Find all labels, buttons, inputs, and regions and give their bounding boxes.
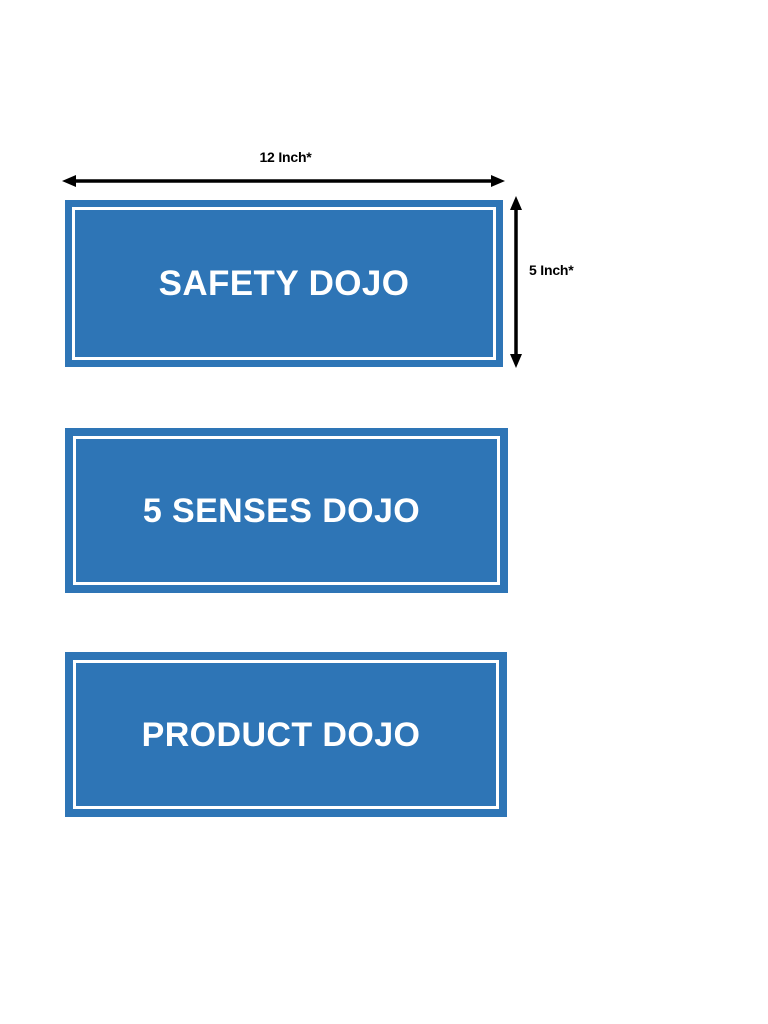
sign-5-senses-dojo[interactable]: 5 SENSES DOJO: [65, 428, 508, 593]
sign-label: PRODUCT DOJO: [141, 715, 421, 754]
height-dimension-label: 5 Inch*: [529, 262, 574, 278]
sign-label: SAFETY DOJO: [158, 264, 410, 303]
height-dimension-arrow-icon: [510, 196, 522, 368]
sign-inner-border: SAFETY DOJO: [72, 207, 496, 360]
width-dimension-arrow-icon: [62, 175, 505, 187]
sign-product-dojo[interactable]: PRODUCT DOJO: [65, 652, 507, 817]
width-dimension-label: 12 Inch*: [259, 149, 312, 165]
sign-safety-dojo[interactable]: SAFETY DOJO: [65, 200, 503, 367]
sign-inner-border: 5 SENSES DOJO: [73, 436, 500, 585]
sign-inner-border: PRODUCT DOJO: [73, 660, 499, 809]
sign-label: 5 SENSES DOJO: [142, 491, 421, 530]
